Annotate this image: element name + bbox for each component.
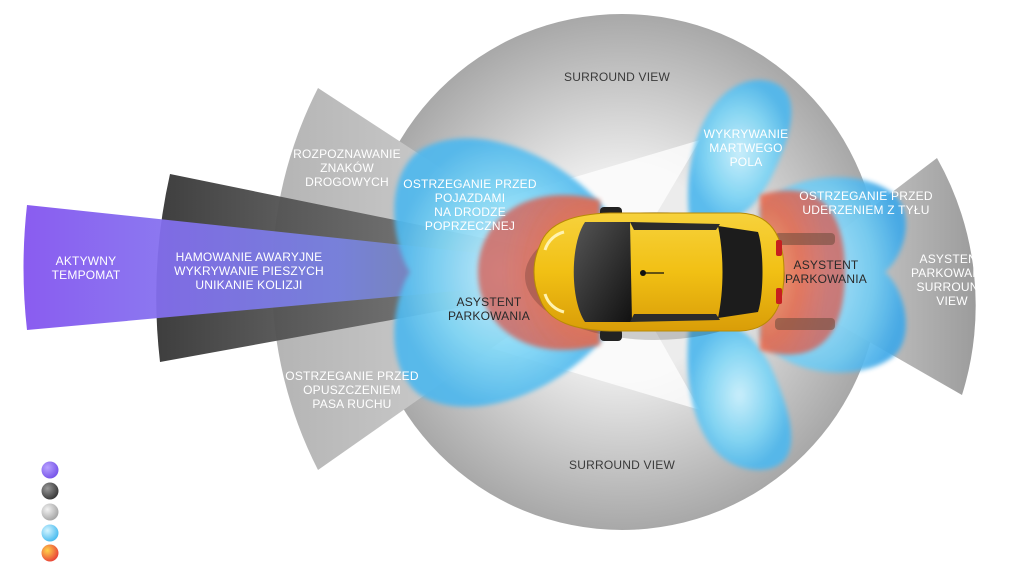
- label-surround-view-top: SURROUND VIEW: [564, 70, 670, 84]
- psv-line-0: ASYSTENT: [920, 252, 985, 266]
- aeb-line-0: HAMOWANIE AWARYJNE: [176, 250, 323, 264]
- ldw-line-0: OSTRZEGANIE PRZED: [285, 369, 419, 383]
- psv-line-1: PARKOWANIA: [911, 266, 993, 280]
- blind-spot-lobe-bottom: [687, 320, 792, 470]
- sv_bottom-line-0: SURROUND VIEW: [569, 458, 675, 472]
- legend-dot-ultrasonic: [41, 544, 59, 562]
- cta-line-1: POJAZDAMI: [435, 191, 505, 205]
- legend: [41, 461, 59, 562]
- ldw-line-1: OPUSZCZENIEM: [303, 383, 401, 397]
- park_front-line-0: ASYSTENT: [457, 295, 522, 309]
- tire-tracks: [775, 233, 835, 330]
- long-range-radar-zone: [23, 205, 600, 330]
- acc-line-0: AKTYWNY: [56, 254, 117, 268]
- rcw-line-1: UDERZENIEM Z TYŁU: [802, 203, 929, 217]
- legend-dot-mid-range-radar: [41, 524, 59, 542]
- psv-line-3: VIEW: [936, 294, 968, 308]
- tsr-line-2: DROGOWYCH: [305, 175, 389, 189]
- legend-dot-long-range-radar: [41, 461, 59, 479]
- legend-dot-camera: [41, 482, 59, 500]
- bsd-line-2: POLA: [730, 155, 763, 169]
- rear-ultrasonic-zone: [760, 190, 845, 355]
- bsd-line-0: WYKRYWANIE: [704, 127, 789, 141]
- cta-line-2: NA DRODZE: [434, 205, 506, 219]
- legend-dot-surround-camera: [41, 503, 59, 521]
- blind-spot-lobe-top: [688, 80, 792, 225]
- park_rear-line-0: ASYSTENT: [794, 258, 859, 272]
- psv-line-2: SURROUND: [917, 280, 988, 294]
- tsr-line-1: ZNAKÓW: [320, 160, 374, 175]
- bsd-line-1: MARTWEGO: [709, 141, 782, 155]
- cta-line-3: POPRZECZNEJ: [425, 219, 515, 233]
- acc-line-1: TEMPOMAT: [52, 268, 121, 282]
- park_rear-line-1: PARKOWANIA: [785, 272, 867, 286]
- aeb-line-1: WYKRYWANIE PIESZYCH: [174, 264, 324, 278]
- aeb-line-2: UNIKANIE KOLIZJI: [195, 278, 302, 292]
- ldw-line-2: PASA RUCHU: [312, 397, 391, 411]
- car-top-view: [525, 207, 785, 341]
- rcw-line-0: OSTRZEGANIE PRZED: [799, 189, 933, 203]
- cta-line-0: OSTRZEGANIE PRZED: [403, 177, 537, 191]
- tsr-line-0: ROZPOZNAWANIE: [293, 147, 401, 161]
- sv_top-line-0: SURROUND VIEW: [564, 70, 670, 84]
- label-surround-view-bottom: SURROUND VIEW: [569, 458, 675, 472]
- park_front-line-1: PARKOWANIA: [448, 309, 530, 323]
